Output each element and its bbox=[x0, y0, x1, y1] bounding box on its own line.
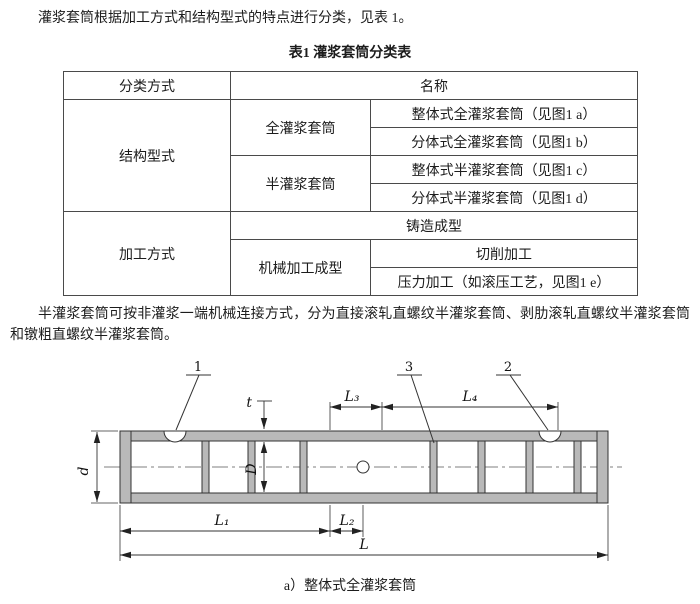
dimension-t: t bbox=[246, 395, 272, 429]
dimension-t-label: t bbox=[246, 395, 252, 411]
dimension-L: L bbox=[119, 505, 609, 561]
table-title: 表1 灌浆套筒分类表 bbox=[288, 46, 412, 61]
paragraph-intro: 灌浆套筒根据加工方式和结构型式的特点进行分类，见表 1。 bbox=[38, 11, 413, 26]
table-row: 分体式全灌浆套筒（见图1 b） bbox=[64, 127, 638, 156]
table-cell: 整体式半灌浆套筒（见图1 c） bbox=[370, 155, 638, 184]
dimension-L4-label: L₄ bbox=[462, 389, 478, 405]
sleeve-body bbox=[119, 430, 609, 504]
dimension-d: d bbox=[76, 430, 118, 504]
sleeve-top-wall bbox=[130, 430, 598, 442]
table-row: 机械加工成型 切削加工 bbox=[64, 239, 638, 296]
callout-1: 1 bbox=[175, 360, 211, 431]
sleeve-bottom-wall bbox=[130, 492, 598, 504]
dimension-L-label: L bbox=[358, 537, 368, 553]
table-cell: 压力加工（如滚压工艺，见图1 e） bbox=[370, 267, 638, 296]
internal-rib bbox=[299, 440, 308, 494]
grout-outlet-notch bbox=[538, 430, 562, 443]
table-cell: 整体式全灌浆套筒（见图1 a） bbox=[370, 99, 638, 128]
table-row: 压力加工（如滚压工艺，见图1 e） bbox=[64, 267, 638, 296]
internal-rib bbox=[429, 440, 438, 494]
callout-1-label: 1 bbox=[194, 360, 202, 375]
table-cell: 切削加工 bbox=[370, 239, 638, 268]
internal-rib bbox=[201, 440, 210, 494]
table-header-cell: 名称 bbox=[230, 71, 638, 100]
callout-2: 2 bbox=[496, 360, 549, 431]
dimension-L3: L₃ bbox=[329, 389, 383, 430]
dimension-L2: L₂ bbox=[330, 505, 364, 537]
table-cell: 半灌浆套筒 bbox=[230, 155, 371, 212]
internal-rib bbox=[477, 440, 486, 494]
dimension-D-label: D bbox=[244, 463, 260, 475]
table-cell: 分体式半灌浆套筒（见图1 d） bbox=[370, 183, 638, 212]
callout-2-label: 2 bbox=[504, 360, 512, 375]
sleeve-technical-drawing: 1 3 2 t L₃ bbox=[76, 360, 622, 561]
dimension-L1-label: L₁ bbox=[214, 513, 230, 529]
dimension-L2-label: L₂ bbox=[339, 513, 355, 529]
table-row: 结构型式 全灌浆套筒 整体式全灌浆套筒（见图1 a） bbox=[63, 99, 638, 212]
sleeve-end-cap-left bbox=[119, 430, 132, 504]
table-cell: 分体式全灌浆套筒（见图1 b） bbox=[370, 127, 638, 156]
internal-rib bbox=[247, 440, 256, 494]
dimension-d-label: d bbox=[76, 466, 92, 475]
table-header-cell: 分类方式 bbox=[63, 71, 231, 100]
table-row: 分类方式 名称 bbox=[63, 71, 638, 100]
dimension-L4: L₄ bbox=[382, 389, 559, 430]
dimension-D: D bbox=[244, 442, 268, 492]
internal-rib bbox=[525, 440, 534, 494]
center-hole bbox=[356, 460, 370, 474]
sleeve-end-cap-right bbox=[596, 430, 609, 504]
table-cell: 机械加工成型 bbox=[230, 239, 371, 296]
figure-caption: a）整体式全灌浆套筒 bbox=[283, 579, 417, 594]
table-cell: 全灌浆套筒 bbox=[230, 99, 371, 156]
classification-table: 分类方式 名称 结构型式 全灌浆套筒 整体式全灌浆套筒（见图1 a） 分体式全灌… bbox=[63, 71, 638, 296]
table-row: 分体式半灌浆套筒（见图1 d） bbox=[64, 183, 638, 212]
grout-inlet-notch bbox=[163, 430, 187, 443]
table-row: 半灌浆套筒 整体式半灌浆套筒（见图1 c） bbox=[64, 155, 638, 212]
table-cell: 加工方式 bbox=[63, 211, 231, 296]
dimension-L1: L₁ bbox=[119, 505, 331, 537]
dimension-L3-label: L₃ bbox=[344, 389, 360, 405]
internal-rib bbox=[573, 440, 582, 494]
table-cell: 铸造成型 bbox=[230, 211, 638, 240]
table-row: 加工方式 铸造成型 bbox=[63, 211, 638, 296]
callout-3-label: 3 bbox=[405, 360, 413, 375]
table-cell: 结构型式 bbox=[63, 99, 231, 212]
paragraph-note: 半灌浆套筒可按非灌浆一端机械连接方式，分为直接滚轧直螺纹半灌浆套筒、剥肋滚轧直螺… bbox=[10, 307, 690, 343]
